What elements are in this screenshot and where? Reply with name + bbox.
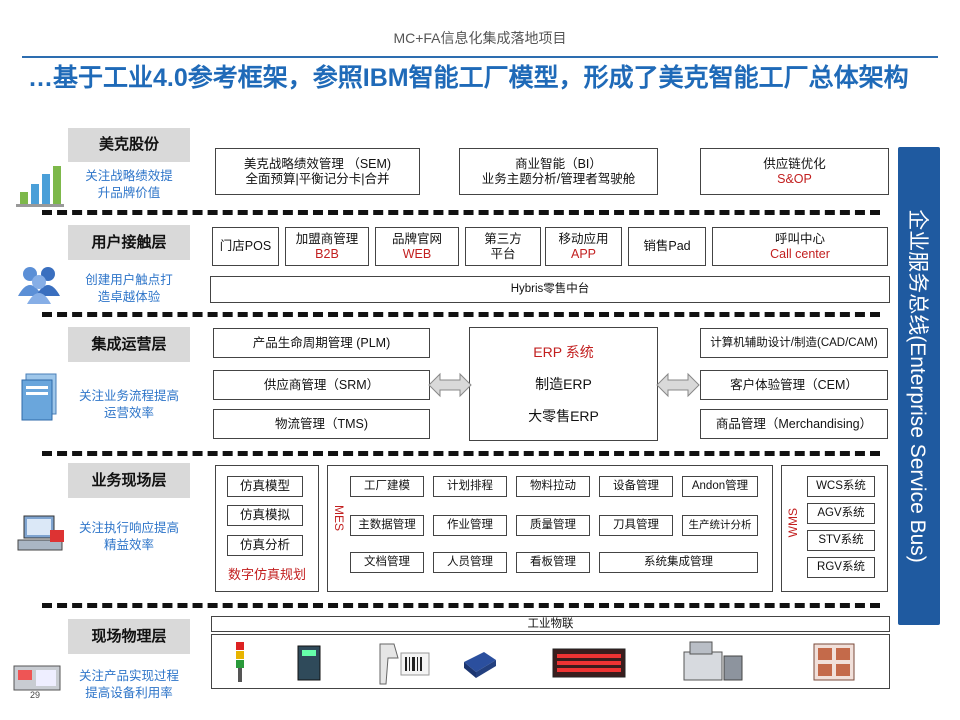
merchandising-box: 商品管理（Merchandising） xyxy=(700,409,888,439)
layer-desc-corporate: 关注战略绩效提升品牌价值 xyxy=(66,168,192,202)
layer-divider xyxy=(42,603,880,608)
layer-divider xyxy=(42,210,880,215)
mes-item: 质量管理 xyxy=(516,515,590,536)
layer-desc-field: 关注执行响应提高精益效率 xyxy=(64,520,194,554)
layer-label-field: 业务现场层 xyxy=(68,463,190,498)
mes-item: 刀具管理 xyxy=(599,515,673,536)
andon-display-icon xyxy=(552,648,626,678)
digital-sim-label: 数字仿真规划 xyxy=(215,564,319,583)
mes-item: 工厂建模 xyxy=(350,476,424,497)
srm-box: 供应商管理（SRM） xyxy=(213,370,430,400)
cem-box: 客户体验管理（CEM） xyxy=(700,370,888,400)
wms-item: STV系统 xyxy=(807,530,875,551)
layer-divider xyxy=(42,312,880,317)
esb-label: 企业服务总线(Enterprise Service Bus) xyxy=(904,209,934,563)
mes-item: 设备管理 xyxy=(599,476,673,497)
double-arrow-icon xyxy=(428,372,472,398)
mes-item: 看板管理 xyxy=(516,552,590,573)
plc-icon xyxy=(296,644,322,682)
mes-item: Andon管理 xyxy=(682,476,758,497)
layer-label-ops: 集成运营层 xyxy=(68,327,190,362)
network-gateway-icon xyxy=(460,648,498,680)
warehouse-rack-icon xyxy=(812,642,856,682)
document-header: MC+FA信息化集成落地项目 xyxy=(0,28,960,48)
layer-desc-physical: 关注产品实现过程提高设备利用率 xyxy=(64,668,194,702)
mes-item: 系统集成管理 xyxy=(599,552,758,573)
hybris-box: Hybris零售中台 xyxy=(210,276,890,303)
wms-item: WCS系统 xyxy=(807,476,875,497)
workstation-icon xyxy=(14,512,68,556)
signal-tower-icon xyxy=(230,640,250,684)
cad-cam-box: 计算机辅助设计/制造(CAD/CAM) xyxy=(700,328,888,358)
mes-item: 生产统计分析 xyxy=(682,515,758,536)
mes-label: MES xyxy=(332,505,346,531)
layer-label-corporate: 美克股份 xyxy=(68,128,190,162)
sales-pad-box: 销售Pad xyxy=(628,227,706,266)
store-pos-box: 门店POS xyxy=(212,227,279,266)
mes-item: 物料拉动 xyxy=(516,476,590,497)
machine-tool-icon xyxy=(680,638,746,688)
users-icon xyxy=(14,262,66,306)
bi-box: 商业智能（BI）业务主题分析/管理者驾驶舱 xyxy=(459,148,658,195)
double-arrow-icon xyxy=(656,372,700,398)
page-number: 29 xyxy=(30,690,40,700)
mes-item: 计划排程 xyxy=(433,476,507,497)
enterprise-service-bus: 企业服务总线(Enterprise Service Bus) xyxy=(898,147,940,625)
tms-box: 物流管理（TMS) xyxy=(213,409,430,439)
iiot-bar: 工业物联 xyxy=(211,616,890,632)
barcode-label-icon xyxy=(400,652,430,676)
mes-item: 主数据管理 xyxy=(350,515,424,536)
wms-item: AGV系统 xyxy=(807,503,875,524)
bar-chart-icon xyxy=(14,162,66,208)
third-party-box: 第三方平台 xyxy=(465,227,541,266)
header-rule xyxy=(22,56,938,58)
sem-box: 美克战略绩效管理 （SEM)全面预算|平衡记分卡|合并 xyxy=(215,148,420,195)
layer-label-touch: 用户接触层 xyxy=(68,225,190,260)
mes-item: 文档管理 xyxy=(350,552,424,573)
layer-desc-touch: 创建用户触点打造卓越体验 xyxy=(66,272,192,306)
sim-analysis-box: 仿真分析 xyxy=(227,535,303,556)
plm-box: 产品生命周期管理 (PLM) xyxy=(213,328,430,358)
sim-model-box: 仿真模型 xyxy=(227,476,303,497)
sim-simulation-box: 仿真模拟 xyxy=(227,505,303,526)
folder-icon xyxy=(18,372,66,424)
layer-desc-ops: 关注业务流程提高运营效率 xyxy=(64,388,194,422)
barcode-scanner-icon xyxy=(374,640,402,686)
mes-item: 作业管理 xyxy=(433,515,507,536)
layer-label-physical: 现场物理层 xyxy=(68,619,190,654)
wms-item: RGV系统 xyxy=(807,557,875,578)
wms-label: WMS xyxy=(786,508,800,537)
layer-divider xyxy=(42,451,880,456)
slide-title: …基于工业4.0参考框架，参照IBM智能工厂模型，形成了美克智能工厂总体架构 xyxy=(28,64,938,92)
mes-item: 人员管理 xyxy=(433,552,507,573)
